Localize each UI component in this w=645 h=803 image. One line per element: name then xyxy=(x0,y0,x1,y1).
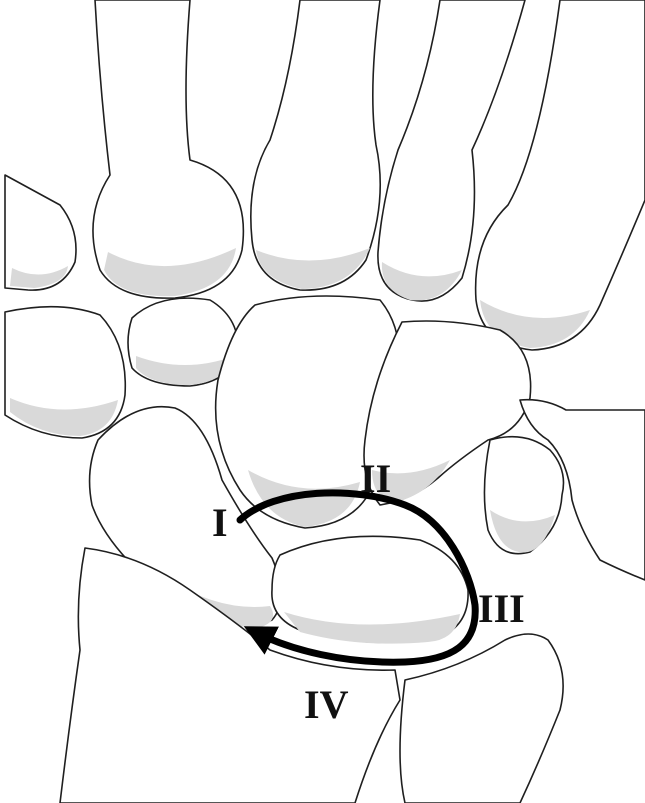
metacarpal-5 xyxy=(5,175,76,290)
stage-label-2: II xyxy=(360,456,391,501)
metacarpal-3 xyxy=(251,0,380,290)
stage-label-1: I xyxy=(212,500,228,545)
metacarpal-4 xyxy=(93,0,243,298)
stage-label-3: III xyxy=(478,586,525,631)
lunate-bone xyxy=(272,536,468,643)
hamate-bone xyxy=(5,307,125,438)
pisiform-bone xyxy=(484,437,563,554)
stage-label-4: IV xyxy=(304,682,349,727)
